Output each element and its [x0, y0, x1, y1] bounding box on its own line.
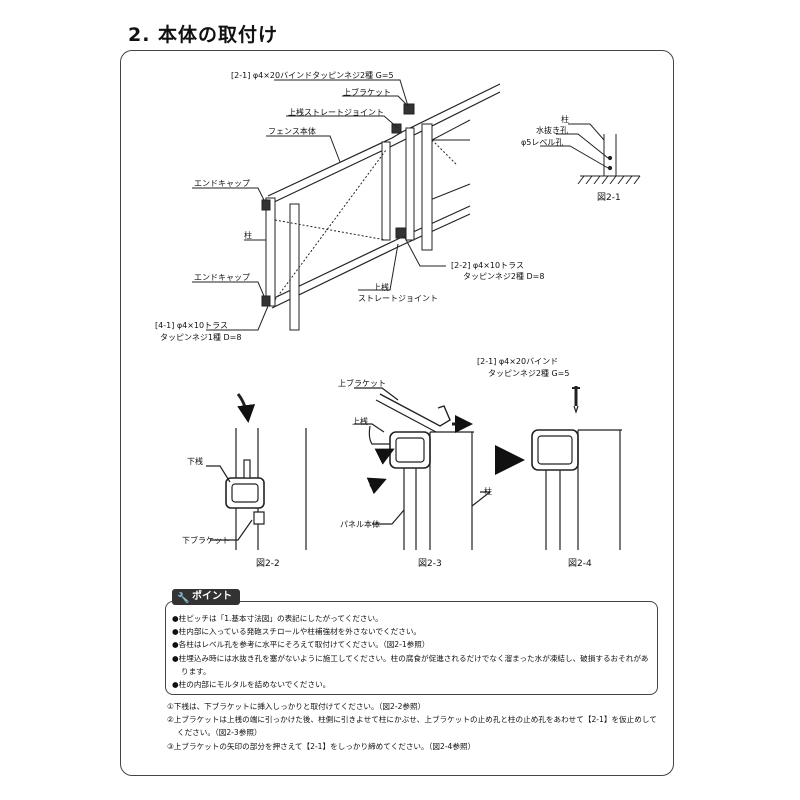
- point-list: ●柱ピッチは「1.基本寸法図」の表記にしたがってください。 ●柱内部に入っている…: [172, 612, 656, 691]
- wrench-icon: 🔧: [177, 593, 190, 604]
- label-screw-2-2-line1: [2-2] φ4×10トラス: [451, 261, 524, 270]
- label-lower-joint-line2: ストレートジョイント: [358, 294, 438, 303]
- figure-2-4-diagram: [495, 386, 622, 550]
- label-upper-bracket: 上ブラケット: [343, 87, 391, 97]
- label-post: 柱: [244, 230, 252, 240]
- caption-fig-2-1: 図2-1: [597, 192, 621, 203]
- point-box: [165, 601, 658, 695]
- step-item: ②上ブラケットは上桟の端に引っかけた後、柱側に引きよせて柱にかぶせ、上ブラケット…: [167, 715, 657, 738]
- label-screw-4-1-line2: タッピンネジ1種 D=8: [160, 332, 241, 342]
- label-2-1-post: 柱: [561, 114, 569, 124]
- point-item: ●柱埋込み時には水抜き孔を塞がないように施工してください。柱の腐食が促進されるだ…: [172, 653, 649, 676]
- label-2-3-panel-body: パネル本体: [340, 519, 380, 529]
- section-title: 2. 本体の取付け: [128, 24, 279, 46]
- label-2-1-level-hole: φ5レベル孔: [521, 138, 563, 147]
- label-2-3-upper-bracket: 上ブラケット: [338, 378, 386, 388]
- label-2-4-screw-line1: [2-1] φ4×20バインド: [477, 357, 558, 366]
- fence-assembly-diagram: [192, 79, 501, 331]
- label-upper-rail-joint: 上桟ストレートジョイント: [288, 107, 384, 117]
- label-2-1-drain-hole: 水抜き孔: [536, 125, 568, 135]
- point-item: ●柱の内部にモルタルを詰めないでください。: [172, 680, 331, 690]
- step-item: ③上ブラケットの矢印の部分を押さえて【2-1】をしっかり締めてください。（図2-…: [167, 741, 476, 751]
- point-item: ●各柱はレベル孔を参考に水平にそろえて取付けてください。（図2-1参照）: [172, 640, 430, 650]
- label-fence-body: フェンス本体: [268, 126, 316, 136]
- label-lower-joint-line1: 上桟: [373, 282, 389, 292]
- figure-2-2-diagram: [206, 393, 307, 550]
- point-tag-label: ポイント: [192, 591, 232, 602]
- step-item: ①下桟は、下ブラケットに挿入しっかりと取付けてください。（図2-2参照）: [167, 702, 426, 711]
- label-screw-2-1: [2-1] φ4×20バインドタッピンネジ2種 G=5: [231, 70, 394, 80]
- point-tag: 🔧 ポイント: [172, 589, 240, 605]
- caption-fig-2-3: 図2-3: [418, 558, 442, 569]
- label-screw-2-2-line2: タッピンネジ2種 D=8: [463, 271, 544, 281]
- label-end-cap-bottom: エンドキャップ: [194, 273, 250, 282]
- label-2-4-screw-line2: タッピンネジ2種 G=5: [488, 368, 569, 378]
- point-item: ●柱内部に入っている発砲スチロールや柱補強材を外さないでください。: [172, 627, 422, 637]
- caption-fig-2-2: 図2-2: [256, 558, 280, 569]
- label-2-2-lower-bracket: 下ブラケット: [182, 535, 230, 545]
- label-screw-4-1-line1: [4-1] φ4×10トラス: [155, 321, 228, 330]
- label-2-3-post: 柱: [484, 486, 492, 496]
- label-end-cap-top: エンドキャップ: [194, 179, 250, 188]
- figure-2-1-diagram: [540, 123, 641, 185]
- content-frame: [120, 50, 674, 776]
- figure-2-3-diagram: [354, 387, 492, 550]
- step-list: ①下桟は、下ブラケットに挿入しっかりと取付けてください。（図2-2参照） ②上ブ…: [167, 700, 662, 753]
- label-2-3-upper-rail: 上桟: [352, 416, 368, 426]
- point-item: ●柱ピッチは「1.基本寸法図」の表記にしたがってください。: [172, 614, 383, 623]
- label-2-2-lower-rail: 下桟: [187, 456, 203, 466]
- caption-fig-2-4: 図2-4: [568, 558, 592, 569]
